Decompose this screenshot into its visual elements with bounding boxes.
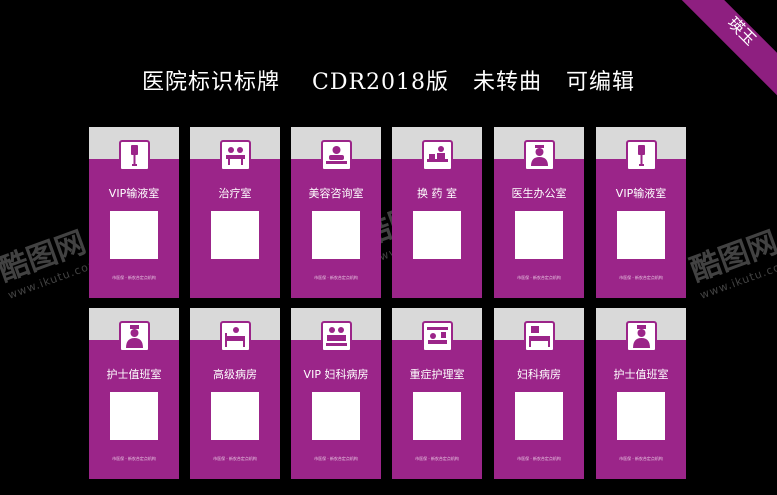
qr-placeholder xyxy=(413,392,461,440)
sign-card: 高级病房 市医保 · 新农合定点机构 xyxy=(190,308,280,479)
qr-placeholder xyxy=(617,392,665,440)
sign-label: 治疗室 xyxy=(218,187,252,200)
sign-card: 妇科病房 市医保 · 新农合定点机构 xyxy=(494,308,584,479)
sign-footer: 市医保 · 新农合定点机构 xyxy=(619,456,663,461)
sign-footer: 市医保 · 新农合定点机构 xyxy=(112,456,156,461)
sign-label: 美容咨询室 xyxy=(308,187,364,200)
sign-footer: 市医保 · 新农合定点机构 xyxy=(517,275,561,280)
doctor-desk-icon xyxy=(220,140,251,171)
sign-card: 医生办公室 市医保 · 新农合定点机构 xyxy=(494,127,584,298)
watermark-url: www.ikutu.com xyxy=(698,256,777,302)
qr-placeholder xyxy=(515,211,563,259)
dressing-icon xyxy=(422,140,453,171)
sign-card: 美容咨询室 市医保 · 新农合定点机构 xyxy=(291,127,381,298)
qr-placeholder xyxy=(110,211,158,259)
qr-placeholder xyxy=(617,211,665,259)
sign-card: VIP 妇科病房 市医保 · 新农合定点机构 xyxy=(291,308,381,479)
nurse-icon xyxy=(119,321,150,352)
sign-card: 护士值班室 市医保 · 新农合定点机构 xyxy=(89,308,179,479)
qr-placeholder xyxy=(312,211,360,259)
qr-placeholder xyxy=(515,392,563,440)
nurse-icon xyxy=(626,321,657,352)
intensive-care-icon xyxy=(422,321,453,352)
sign-footer: 市医保 · 新农合定点机构 xyxy=(112,275,156,280)
sign-label: 护士值班室 xyxy=(106,368,162,381)
sign-label: 换 药 室 xyxy=(417,187,457,200)
qr-placeholder xyxy=(211,211,259,259)
qr-placeholder xyxy=(312,392,360,440)
page-title: 医院标识标牌 CDR2018版 未转曲 可编辑 xyxy=(142,70,635,95)
sign-card: 治疗室 xyxy=(190,127,280,298)
sign-label: 医生办公室 xyxy=(511,187,567,200)
sign-label: VIP输液室 xyxy=(615,187,667,200)
sign-footer: 市医保 · 新农合定点机构 xyxy=(314,456,358,461)
sign-card: VIP输液室 市医保 · 新农合定点机构 xyxy=(89,127,179,298)
sign-label: VIP 妇科病房 xyxy=(303,368,369,381)
watermark-brand: 酷图网 xyxy=(0,225,91,289)
sign-label: 重症护理室 xyxy=(409,368,465,381)
sign-card: VIP输液室 市医保 · 新农合定点机构 xyxy=(596,127,686,298)
qr-placeholder xyxy=(110,392,158,440)
sign-label: VIP输液室 xyxy=(108,187,160,200)
ward-bed-icon xyxy=(524,321,555,352)
sign-footer: 市医保 · 新农合定点机构 xyxy=(213,456,257,461)
sign-card: 重症护理室 市医保 · 新农合定点机构 xyxy=(392,308,482,479)
sign-card: 护士值班室 市医保 · 新农合定点机构 xyxy=(596,308,686,479)
iv-drip-icon xyxy=(626,140,657,171)
iv-drip-icon xyxy=(119,140,150,171)
sign-label: 高级病房 xyxy=(213,368,257,381)
sign-footer: 市医保 · 新农合定点机构 xyxy=(619,275,663,280)
sign-card: 换 药 室 xyxy=(392,127,482,298)
sign-footer: 市医保 · 新农合定点机构 xyxy=(517,456,561,461)
qr-placeholder xyxy=(211,392,259,440)
watermark: 酷图网 www.ikutu.com xyxy=(683,215,777,302)
consultation-icon xyxy=(321,140,352,171)
watermark: 酷图网 www.ikutu.com xyxy=(0,215,102,302)
watermark-brand: 酷图网 xyxy=(685,225,777,289)
watermark-url: www.ikutu.com xyxy=(6,256,102,302)
sign-label: 护士值班室 xyxy=(613,368,669,381)
hospital-bed-icon xyxy=(220,321,251,352)
sign-footer: 市医保 · 新农合定点机构 xyxy=(415,456,459,461)
patient-bed-icon xyxy=(321,321,352,352)
sign-label: 妇科病房 xyxy=(517,368,561,381)
doctor-icon xyxy=(524,140,555,171)
sign-footer: 市医保 · 新农合定点机构 xyxy=(314,275,358,280)
qr-placeholder xyxy=(413,211,461,259)
